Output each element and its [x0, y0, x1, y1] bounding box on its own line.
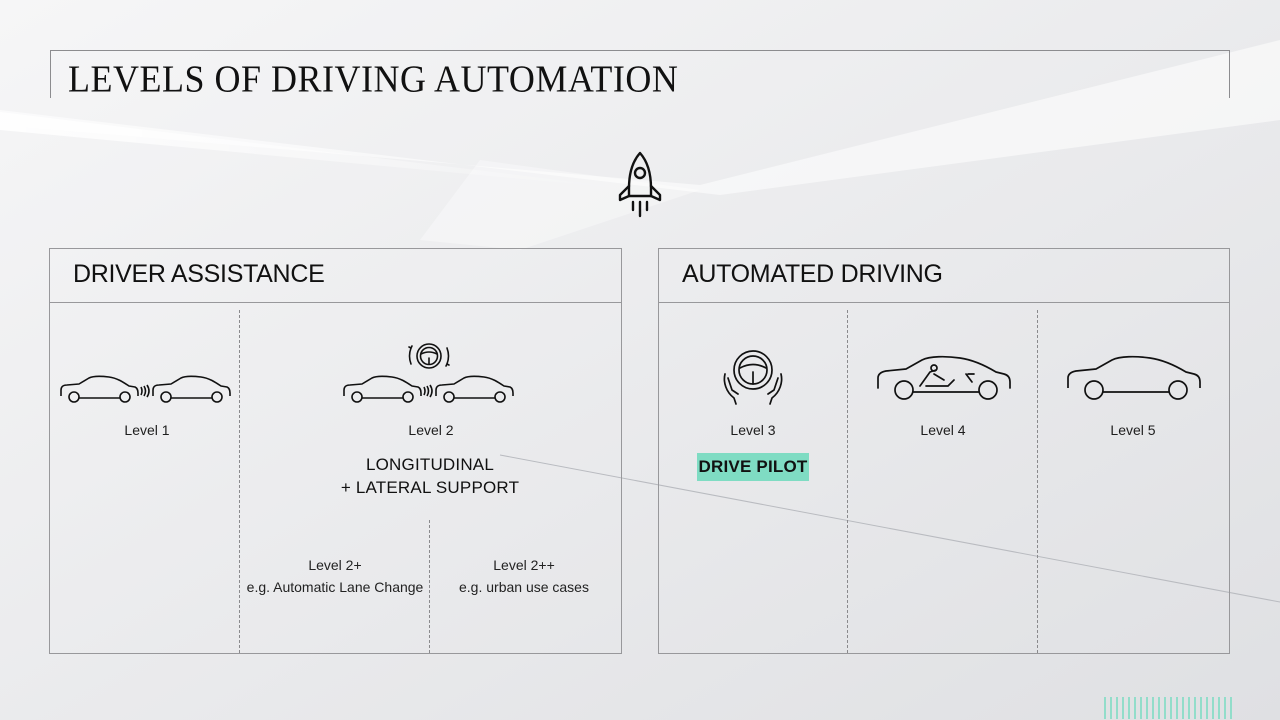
driver-assistance-title: DRIVER ASSISTANCE: [73, 260, 325, 288]
hands-steering-wheel-icon: [723, 350, 783, 405]
car-reclined-seat-icon: [877, 355, 1011, 400]
automated-driving-panel: AUTOMATED DRIVING: [658, 248, 1230, 654]
driver-assistance-panel: DRIVER ASSISTANCE: [49, 248, 622, 654]
panel-header: AUTOMATED DRIVING: [659, 249, 1229, 303]
automated-driving-title: AUTOMATED DRIVING: [682, 260, 943, 288]
panel-header: DRIVER ASSISTANCE: [50, 249, 621, 303]
cars-distance-icon: [60, 375, 231, 403]
level-2-subtitle-line1: LONGITUDINAL: [365, 455, 495, 474]
divider-level1-level2: [239, 310, 240, 653]
level-2-plusplus: Level 2++ e.g. urban use cases: [434, 554, 614, 598]
decorative-ticks: [1104, 697, 1232, 719]
level-3-label: Level 3: [730, 422, 776, 438]
divider-level3-level4: [847, 310, 848, 653]
divider-level4-level5: [1037, 310, 1038, 653]
divider-level2plus-level2plusplus: [429, 520, 430, 653]
level-2-subtitle: LONGITUDINAL + LATERAL SUPPORT: [300, 453, 560, 499]
level-5-label: Level 5: [1110, 422, 1156, 438]
level-2-plusplus-example: e.g. urban use cases: [459, 579, 589, 595]
steering-wheel-rotate-icon: [408, 343, 450, 369]
page-title: LEVELS OF DRIVING AUTOMATION: [68, 58, 679, 100]
level-4-label: Level 4: [920, 422, 966, 438]
level-2-plusplus-label: Level 2++: [493, 557, 555, 573]
title-frame: [50, 50, 1230, 98]
level-2-plus: Level 2+ e.g. Automatic Lane Change: [245, 554, 425, 598]
car-empty-icon: [1067, 355, 1201, 400]
cars-distance-icon: [343, 375, 514, 403]
rocket-icon: [618, 151, 662, 218]
level-2-subtitle-line2: + LATERAL SUPPORT: [340, 478, 520, 497]
level-1-label: Level 1: [124, 422, 170, 438]
level-2-label: Level 2: [408, 422, 454, 438]
drive-pilot-badge: DRIVE PILOT: [697, 453, 809, 481]
level-2-plus-label: Level 2+: [308, 557, 362, 573]
level-2-plus-example: e.g. Automatic Lane Change: [246, 579, 424, 595]
